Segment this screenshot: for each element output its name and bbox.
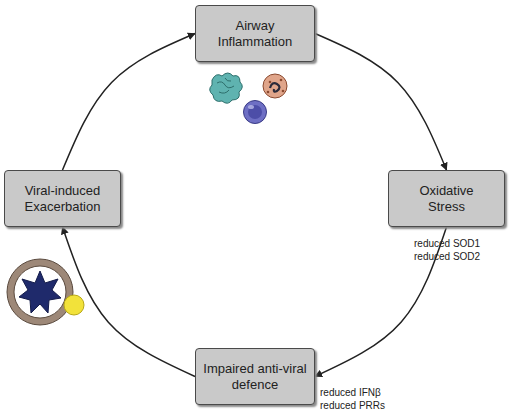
annotation-text: reduced SOD2 (414, 250, 480, 263)
box-label: Impaired anti-viral defence (202, 361, 308, 393)
process-box: Viral-induced Exacerbation (4, 170, 121, 227)
lymphocyte-cell (244, 101, 267, 124)
box-label: Oxidative Stress (401, 183, 492, 215)
process-box: Impaired anti-viral defence (195, 348, 315, 405)
cycle-arrow (315, 227, 447, 377)
annotation-text: reduced PRRs (320, 399, 385, 412)
infected-cell (7, 259, 73, 325)
box-label: Airway Inflammation (202, 18, 308, 50)
virus-particle (64, 295, 84, 315)
cycle-arrow (63, 34, 196, 171)
cycle-arrow (63, 227, 196, 377)
box-label: Viral-induced Exacerbation (13, 183, 112, 215)
process-box: Airway Inflammation (195, 5, 315, 62)
eosinophil-cell (263, 74, 287, 98)
granulocyte-cell (210, 73, 243, 103)
cycle-arrow (315, 34, 447, 171)
annotation-text: reduced SOD1 (414, 237, 480, 250)
annotation-text: reduced IFNβ (320, 386, 381, 399)
process-box: Oxidative Stress (388, 170, 505, 227)
